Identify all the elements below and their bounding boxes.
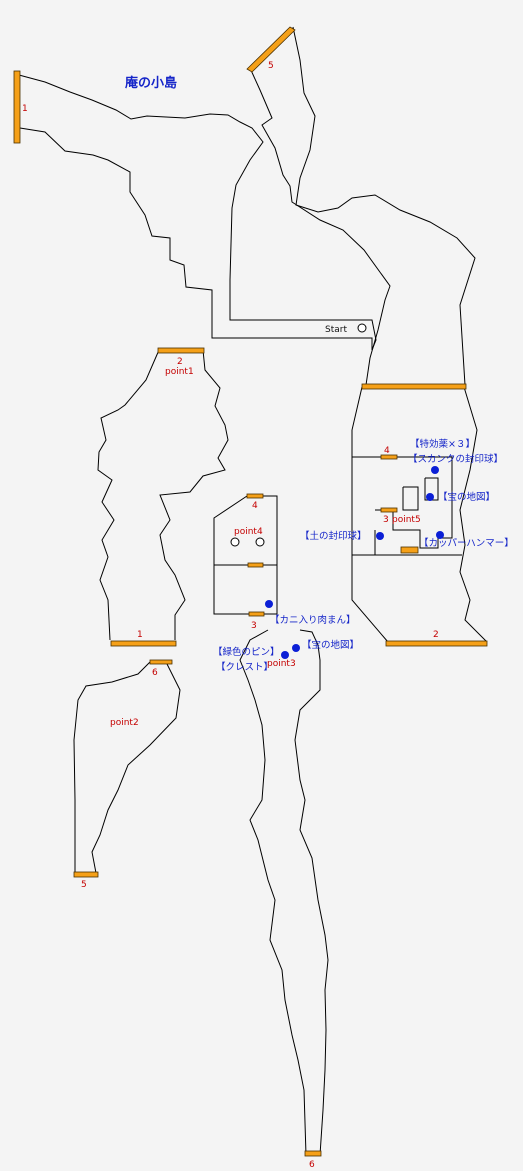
middle-room-outline — [213, 495, 249, 615]
label-point4: point4 — [234, 527, 263, 537]
right-room-outline-right — [459, 386, 488, 643]
item-label-tokkouyaku: 【特効薬×３】 — [410, 438, 475, 450]
gate-2-upper-left[interactable] — [157, 347, 205, 354]
gate-right-room-bottom[interactable] — [400, 546, 419, 554]
label-door-right-room-3: 3 — [383, 515, 389, 525]
item-label-earth-orb: 【土の封印球】 — [300, 530, 367, 542]
item-dot-crab-meat-bun[interactable] — [265, 600, 273, 608]
gate-1-top-left[interactable] — [13, 70, 21, 144]
right-room-inner-walls-2 — [402, 486, 419, 511]
item-label-treasure-map-right: 【宝の地図】 — [438, 491, 495, 503]
item-dot-treasure-map-right[interactable] — [426, 493, 434, 501]
label-door-small-room-bottom: 3 — [251, 621, 257, 631]
northwest-corridor-outline — [18, 74, 377, 351]
item-dot-copper-hammer[interactable] — [436, 531, 444, 539]
gate-3-middle-room[interactable] — [248, 611, 265, 617]
lower-left-area-outline — [73, 661, 151, 873]
label-door-upper-left-top: 2 — [177, 357, 183, 367]
gate-3-right-room[interactable] — [380, 507, 398, 513]
right-room-inner-walls — [375, 456, 453, 549]
northeast-corridor-outline — [292, 26, 476, 386]
upper-left-area-outline-right — [159, 349, 229, 640]
item-label-skunk-orb: 【スカンクの封印球】 — [408, 453, 503, 465]
map-title: 庵の小島 — [125, 75, 177, 91]
label-door-top-right: 5 — [268, 61, 274, 71]
label-door-right-room-bottom: 2 — [433, 630, 439, 640]
item-dot-treasure-map-bottom[interactable] — [292, 644, 300, 652]
gate-2-big-room-bottom[interactable] — [385, 640, 488, 647]
item-label-crab-meat-bun: 【カニ入り肉まん】 — [270, 614, 356, 626]
middle-room-outline-right — [262, 495, 278, 615]
label-point3: point3 — [267, 659, 296, 669]
label-door-top-left: 1 — [22, 104, 28, 114]
label-door-lower-left-bottom: 5 — [81, 880, 87, 890]
lower-left-area-outline-right — [91, 661, 181, 874]
item-label-treasure-map-bottom: 【宝の地図】 — [302, 639, 359, 651]
label-point5: point5 — [392, 515, 421, 525]
gate-middle-room-mid[interactable] — [247, 562, 264, 568]
item-label-crest: 【クレスト】 — [216, 662, 273, 673]
gate-5-top-right[interactable] — [246, 26, 296, 73]
right-room-inner-walls-3 — [424, 477, 439, 501]
gate-6-bottom[interactable] — [304, 1150, 322, 1157]
label-door-upper-left-bottom: 1 — [137, 630, 143, 640]
northeast-corridor-outline-left — [249, 67, 391, 386]
gate-6-lower-left-top[interactable] — [149, 659, 173, 665]
upper-left-area-outline — [97, 349, 160, 641]
item-dot-earth-orb[interactable] — [376, 532, 384, 540]
label-door-bottom: 6 — [309, 1160, 315, 1170]
right-room-outline — [351, 386, 389, 643]
label-door-small-room-top: 4 — [252, 501, 258, 511]
item-dot-tokkouyaku[interactable] — [431, 466, 439, 474]
gate-4-right-room[interactable] — [380, 454, 398, 460]
item-label-green-pin: 【緑色のピン】 — [213, 646, 280, 658]
gate-4-middle-room[interactable] — [246, 493, 264, 499]
gate-5-lower-left-bottom[interactable] — [73, 871, 99, 878]
item-dot-green-pin[interactable] — [281, 651, 289, 659]
item-label-copper-hammer: 【カッパーハンマー】 — [419, 538, 514, 549]
label-point2: point2 — [110, 718, 139, 728]
point4-marker-a[interactable] — [230, 537, 240, 547]
south-corridor-outline-right — [294, 629, 329, 1156]
label-door-right-room-4: 4 — [384, 446, 390, 456]
label-point1: point1 — [165, 367, 194, 377]
start-label: Start — [325, 325, 347, 335]
label-door-lower-left-top: 6 — [152, 668, 158, 678]
start-marker[interactable] — [357, 323, 367, 333]
south-corridor-outline — [239, 629, 307, 1156]
gate-1-upper-left-bottom[interactable] — [110, 640, 177, 647]
point4-marker-b[interactable] — [255, 537, 265, 547]
gate-big-room-top[interactable] — [361, 383, 467, 390]
